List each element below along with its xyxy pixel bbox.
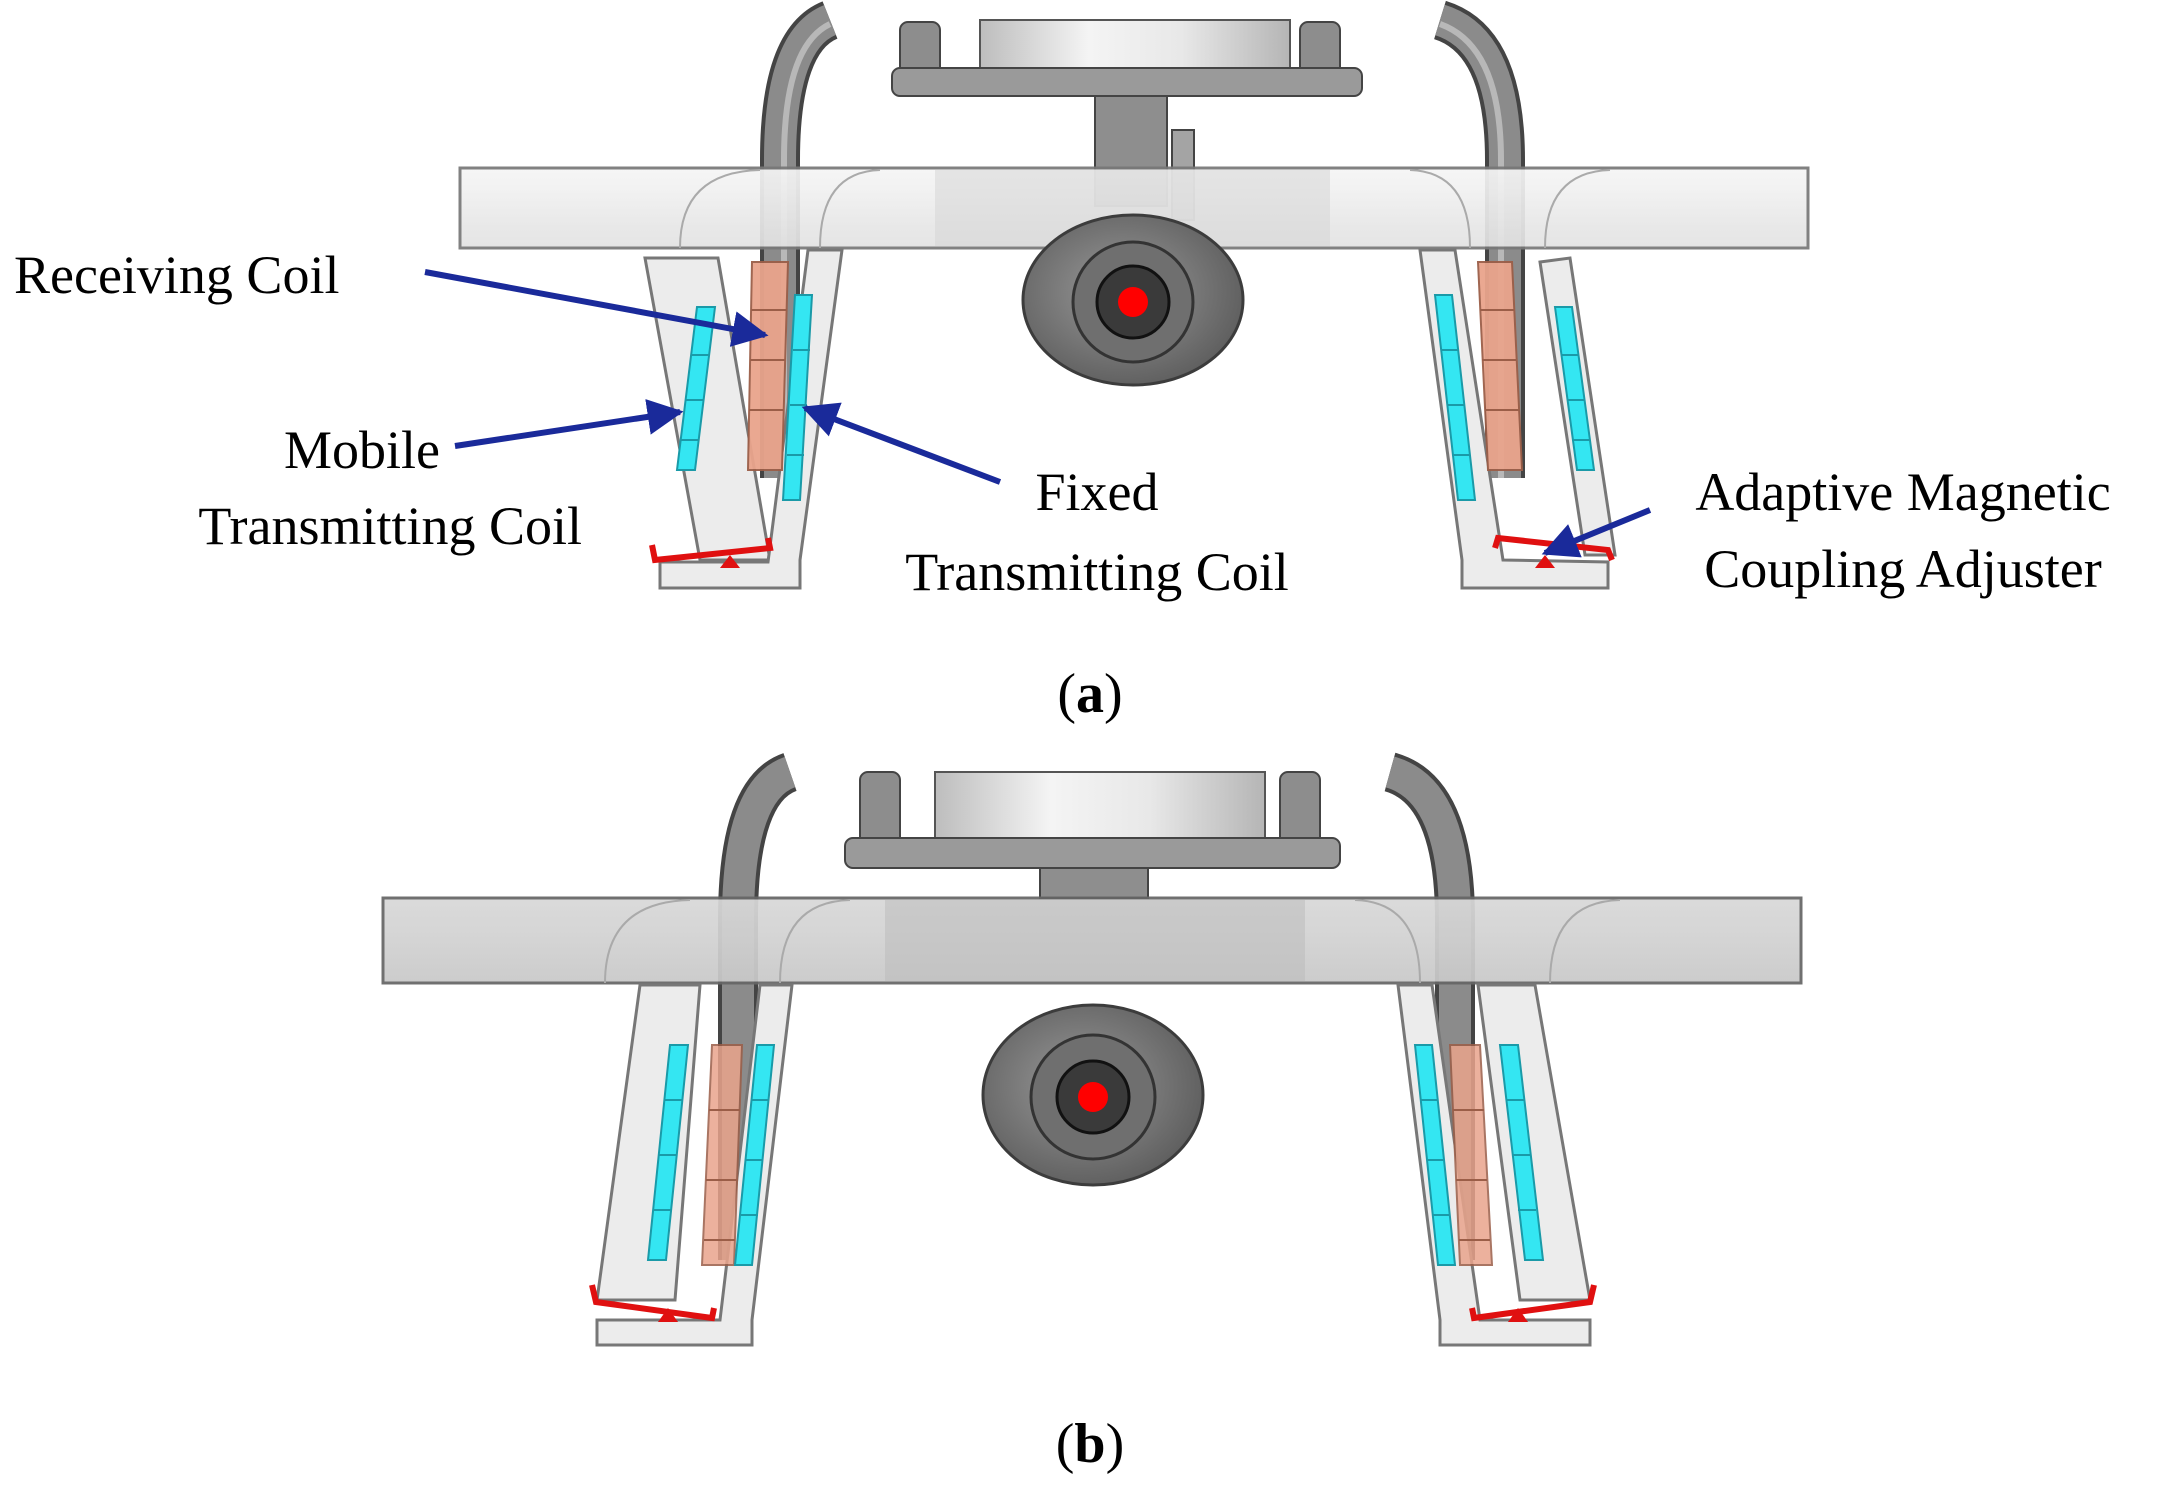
label-mobile-line1: Mobile [284, 420, 440, 480]
landing-leg-right-a [1418, 248, 1617, 590]
arrow-receiving-coil [424, 269, 769, 347]
arrow-fixed-coil [801, 402, 1002, 485]
adaptive-magnetic-coupling-adjuster-left-b [589, 1284, 717, 1322]
label-fixed-line1: Fixed [1035, 462, 1158, 522]
arrow-mobile-coil [454, 399, 684, 449]
arrow-adjuster [1541, 507, 1652, 558]
receiving-coil-left-a [746, 261, 790, 471]
label-mobile-line2: Transmitting Coil [198, 496, 582, 556]
drone-body-b [844, 771, 1341, 899]
label-adjuster-line2: Coupling Adjuster [1704, 539, 2102, 599]
receiving-coil-right-b [1448, 1044, 1494, 1266]
panel-b: (b) [381, 752, 1803, 1475]
landing-leg-left-a [643, 248, 844, 590]
label-receiving-coil: Receiving Coil [14, 245, 339, 305]
landing-leg-right-b [1396, 983, 1597, 1347]
arrows-a [424, 269, 1652, 558]
arm-right-a [1433, 0, 1525, 478]
arm-left-a [760, 1, 839, 478]
camera-gimbal-icon-b [981, 1003, 1205, 1187]
adaptive-magnetic-coupling-adjuster-right-b [1469, 1284, 1597, 1322]
board-b [381, 896, 1803, 985]
landing-leg-left-b [589, 983, 794, 1347]
fixed-transmitting-coil-right-a [1433, 294, 1477, 501]
label-adjuster-line1: Adaptive Magnetic [1695, 462, 2110, 522]
receiving-coil-left-b [700, 1044, 744, 1266]
caption-b: (b) [1056, 1413, 1124, 1475]
mobile-transmitting-coil-right-a [1553, 306, 1596, 471]
mobile-transmitting-coil-right-b [1498, 1044, 1545, 1261]
fixed-transmitting-coil-left-a [781, 294, 814, 501]
drone-body-a [891, 19, 1363, 221]
mobile-transmitting-coil-left-a [675, 306, 717, 471]
caption-a: (a) [1057, 663, 1122, 725]
mobile-transmitting-coil-left-b [646, 1044, 690, 1261]
camera-gimbal-icon [1021, 213, 1245, 387]
panel-a: Receiving Coil Mobile Transmitting Coil … [14, 0, 2111, 725]
label-fixed-line2: Transmitting Coil [905, 542, 1289, 602]
receiving-coil-right-a [1476, 261, 1524, 471]
adaptive-magnetic-coupling-adjuster-left-a [649, 537, 774, 568]
